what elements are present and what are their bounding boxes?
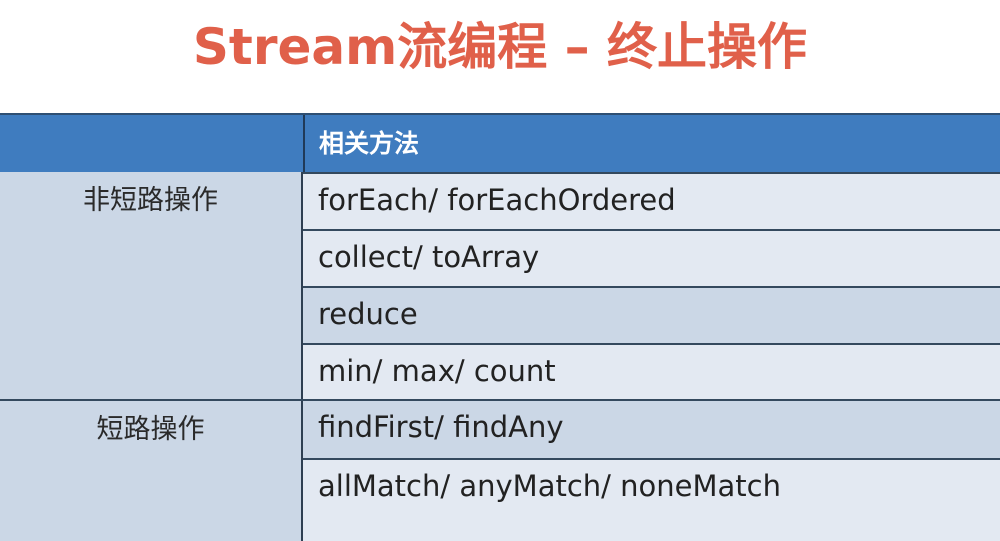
table-row: allMatch/ anyMatch/ noneMatch [303, 458, 1000, 541]
group-cell-short-circuit: 短路操作 [0, 401, 303, 541]
method-cell: reduce [318, 297, 418, 331]
table-row: findFirst/ findAny [303, 401, 1000, 458]
table-row: min/ max/ count [303, 343, 1000, 400]
table-row: forEach/ forEachOrdered [303, 172, 1000, 229]
group-label: 非短路操作 [83, 185, 218, 216]
table-row: reduce [303, 286, 1000, 343]
method-cell: collect/ toArray [318, 240, 540, 274]
table-header-row: 相关方法 [0, 115, 1000, 172]
terminal-operations-table: 相关方法 非短路操作 forEach/ forEachOrdered colle… [0, 113, 1000, 541]
slide-title: Stream流编程 – 终止操作 [192, 18, 808, 76]
table-row: collect/ toArray [303, 229, 1000, 286]
method-cell: findFirst/ findAny [318, 410, 564, 444]
group-divider [0, 399, 1000, 401]
group-cell-non-short-circuit: 非短路操作 [0, 172, 303, 400]
header-cell-methods: 相关方法 [303, 115, 1000, 172]
method-cell: min/ max/ count [318, 354, 556, 388]
group-label: 短路操作 [96, 414, 205, 445]
method-cell: allMatch/ anyMatch/ noneMatch [318, 469, 781, 503]
header-cell-category [0, 115, 303, 172]
method-cell: forEach/ forEachOrdered [318, 183, 676, 217]
